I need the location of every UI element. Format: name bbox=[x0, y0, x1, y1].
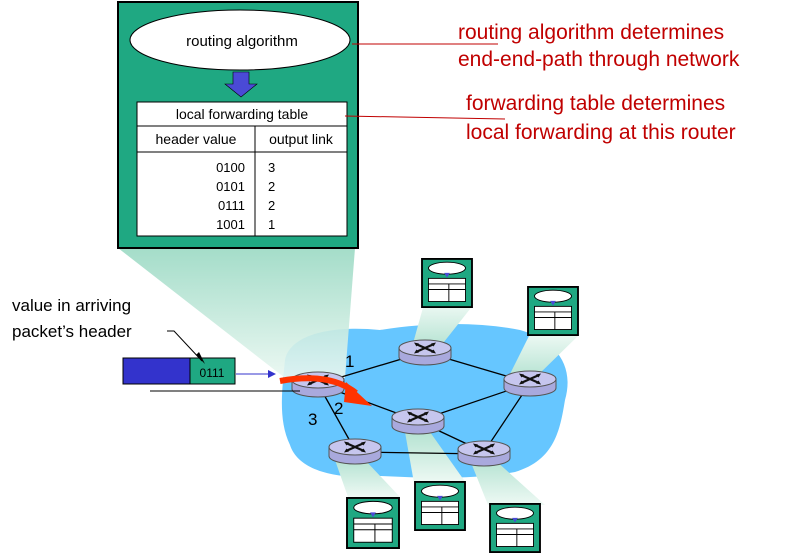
col-output-link: output link bbox=[269, 131, 334, 147]
link-label-2: 2 bbox=[334, 399, 343, 418]
routing-annotation-line1: routing algorithm determines bbox=[458, 21, 724, 44]
arriving-packet: 0111 bbox=[122, 357, 300, 392]
beam-bottom-left-router bbox=[335, 460, 400, 497]
beam-bottom-right-router bbox=[470, 460, 545, 505]
beam-main-router bbox=[118, 248, 355, 378]
mini-table-top bbox=[421, 258, 473, 308]
row-header-value: 0101 bbox=[216, 179, 245, 194]
row-header-value: 1001 bbox=[216, 217, 245, 232]
forwarding-table-title: local forwarding table bbox=[176, 106, 309, 122]
link-label-3: 3 bbox=[308, 410, 317, 429]
mini-table-center bbox=[414, 481, 466, 531]
row-output-link: 1 bbox=[268, 217, 275, 232]
packet-annotation-line1: value in arriving bbox=[12, 296, 131, 315]
beam-center-router bbox=[405, 432, 466, 483]
link-label-1: 1 bbox=[345, 352, 354, 371]
router-bottom-left bbox=[327, 438, 383, 466]
router-bottom-right bbox=[456, 440, 512, 468]
router-center bbox=[390, 408, 446, 436]
row-header-value: 0111 bbox=[218, 198, 245, 213]
mini-table-bottom-right bbox=[489, 503, 541, 553]
packet-header-value: 0111 bbox=[200, 366, 225, 380]
forwarding-table bbox=[136, 101, 348, 237]
col-header-value: header value bbox=[156, 131, 237, 147]
routing-annotation-line2: end-end-path through network bbox=[458, 48, 740, 71]
row-output-link: 3 bbox=[268, 160, 275, 175]
beam-top-router bbox=[412, 304, 474, 347]
forwarding-arrowhead bbox=[344, 382, 372, 406]
mini-table-right bbox=[527, 286, 579, 336]
row-output-link: 2 bbox=[268, 179, 275, 194]
routing-algorithm-label: routing algorithm bbox=[186, 33, 298, 50]
row-output-link: 2 bbox=[268, 198, 275, 213]
router-top bbox=[397, 339, 453, 367]
router-detail-panel: routing algorithm local forwarding table… bbox=[117, 1, 359, 249]
packet-annotation-line2: packet’s header bbox=[12, 322, 132, 341]
down-arrow-icon bbox=[224, 71, 258, 98]
forwarding-annotation-line1: forwarding table determines bbox=[466, 92, 725, 115]
forwarding-table-rows: 0100 3 0101 2 0111 2 1001 1 bbox=[216, 160, 275, 232]
routing-algorithm-ellipse bbox=[129, 9, 351, 71]
packet-annotation-leader bbox=[167, 330, 203, 362]
forwarding-leader-line bbox=[344, 115, 506, 120]
router-right bbox=[502, 370, 558, 398]
row-header-value: 0100 bbox=[216, 160, 245, 175]
forwarding-annotation-line2: local forwarding at this router bbox=[466, 121, 736, 144]
beam-right-router bbox=[508, 334, 580, 378]
mini-table-bottom-left bbox=[346, 497, 400, 549]
